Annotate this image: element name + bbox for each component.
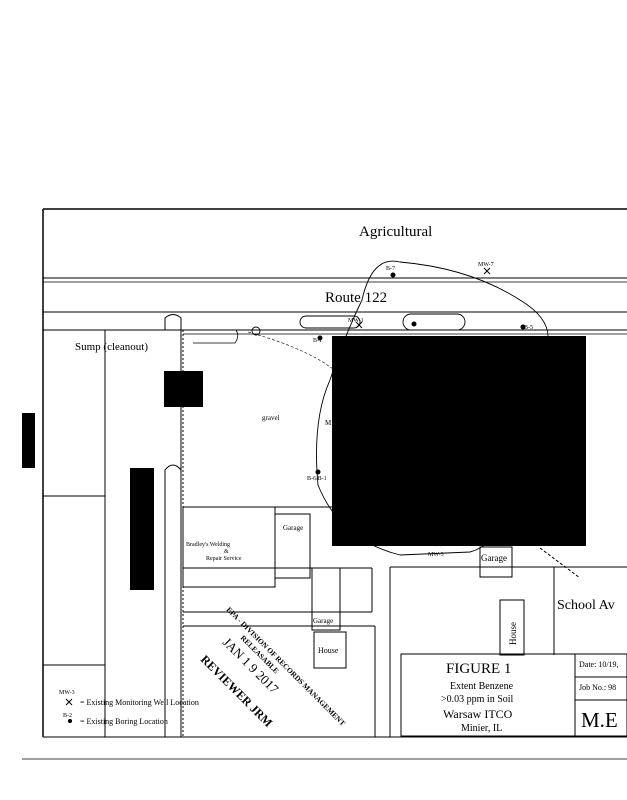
redaction-main	[332, 336, 586, 546]
dashed-line	[247, 331, 346, 381]
well-marker-mw1	[355, 321, 363, 329]
boring-marker-b6	[315, 469, 321, 475]
label-b7: B-7	[386, 266, 395, 272]
tanks	[251, 313, 466, 336]
legend-boring-symbol	[68, 719, 72, 723]
label-mw1: MW-1	[348, 318, 364, 324]
label-b5: B-5	[524, 325, 533, 331]
label-school: School Av	[557, 598, 615, 613]
title-line3: Warsaw ITCO	[443, 707, 513, 721]
redaction-blocks	[22, 336, 586, 590]
title-block	[400, 653, 627, 737]
label-house-2: House	[508, 622, 518, 645]
label-repair-2: &	[224, 549, 229, 555]
route-122-road	[43, 277, 627, 335]
well-marker-mw7	[483, 267, 491, 275]
title-line4: Minier, IL	[461, 723, 502, 734]
lot-lines	[43, 314, 627, 737]
label-gravel: gravel	[262, 414, 280, 422]
label-garage-2: Garage	[481, 553, 507, 563]
label-m: M	[325, 419, 332, 427]
legend-mw-text: = Existing Monitoring Well Location	[80, 698, 199, 707]
label-mw3: MW-3	[428, 552, 444, 558]
boring-marker-b1	[317, 335, 323, 341]
redaction-vertical	[130, 468, 154, 590]
label-b6: B-6/B-1	[307, 476, 327, 482]
title-date: Date: 10/19,	[579, 660, 619, 669]
legend-well-symbol	[65, 698, 73, 706]
legend-mw-tag: MW-3	[59, 690, 75, 696]
title-firm: M.E	[581, 708, 618, 732]
label-route: Route 122	[325, 290, 387, 306]
title-job: Job No.: 98	[579, 683, 616, 692]
label-mw7: MW-7	[478, 262, 494, 268]
legend-b-tag: B-2	[63, 713, 72, 719]
boring-marker-tank	[411, 321, 417, 327]
label-sump: Sump (cleanout)	[75, 341, 148, 353]
redaction-small	[164, 371, 203, 407]
title-figure: FIGURE 1	[446, 661, 511, 677]
title-line2: >0.03 ppm in Soil	[441, 694, 514, 705]
map-frame	[22, 208, 627, 760]
label-garage-1: Garage	[283, 524, 303, 532]
label-agricultural: Agricultural	[359, 224, 432, 240]
label-garage-3: Garage	[313, 617, 333, 625]
label-repair-1: Bradley's Welding	[186, 542, 230, 548]
title-line1: Extent Benzene	[450, 681, 514, 692]
label-b1: B-1	[313, 338, 322, 344]
label-repair-3: Repair Service	[206, 556, 242, 562]
legend-b-text: = Existing Boring Location	[80, 717, 168, 726]
boring-marker-b7	[390, 272, 396, 278]
legend: MW-3 = Existing Monitoring Well Location…	[59, 690, 199, 726]
boring-marker-b5	[520, 324, 526, 330]
redaction-margin	[22, 413, 35, 468]
label-house-1: House	[318, 646, 339, 655]
